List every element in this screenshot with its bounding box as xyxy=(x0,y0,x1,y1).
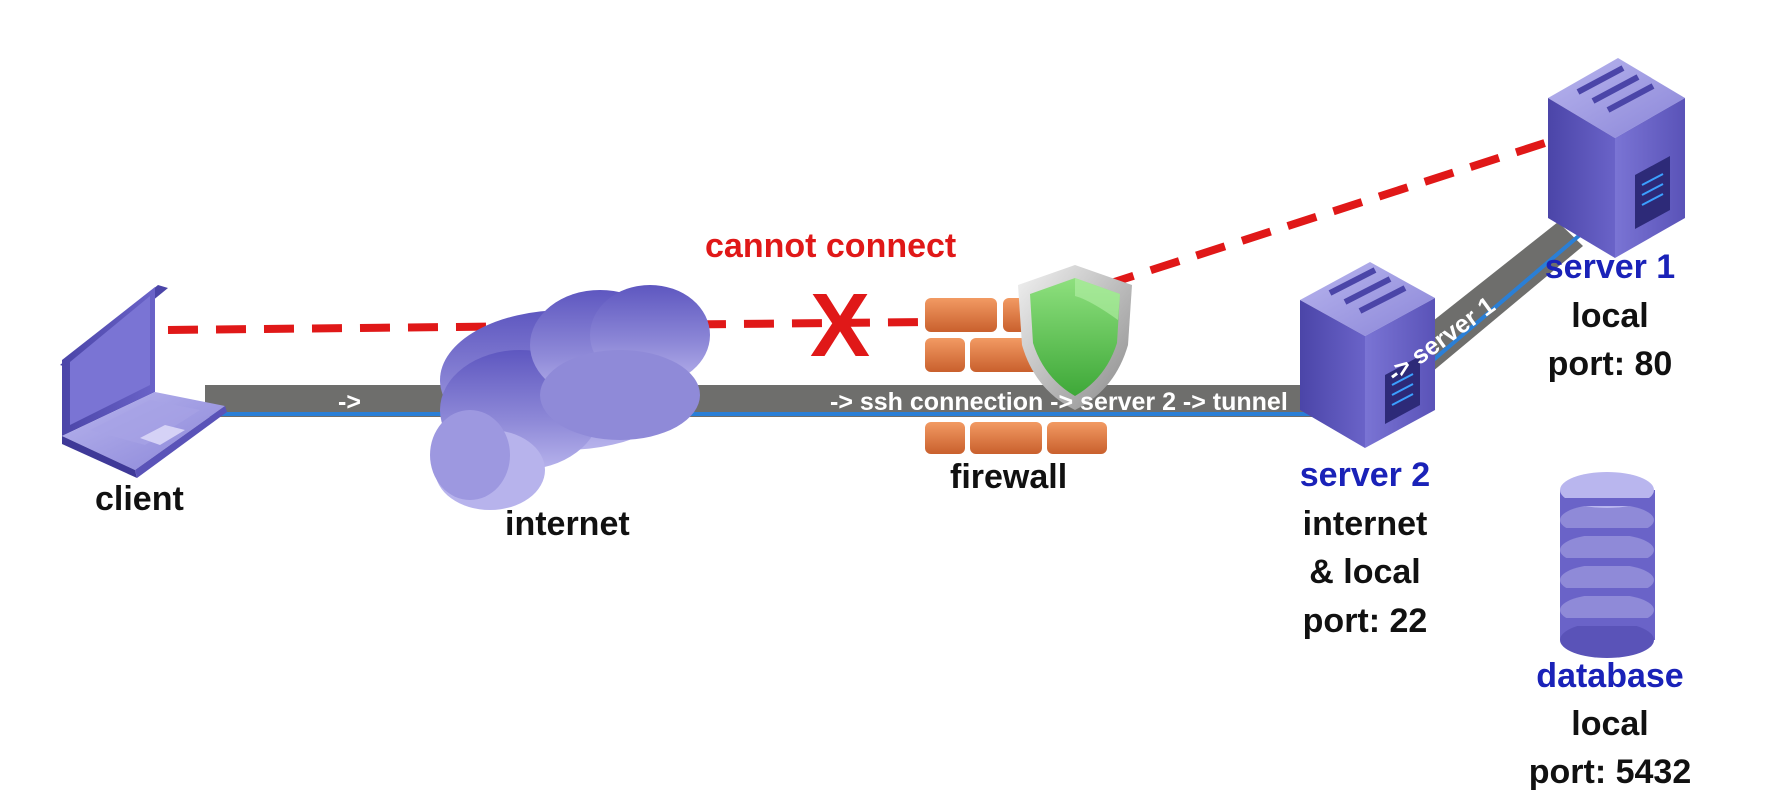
server1-name-label: server 1 xyxy=(1545,248,1675,286)
blocked-connection-lines xyxy=(167,138,1550,334)
blocked-x-mark: X xyxy=(810,276,870,376)
server2-line3: port: 22 xyxy=(1303,602,1428,640)
server1-line1: local xyxy=(1571,297,1648,335)
firewall-label: firewall xyxy=(950,458,1067,496)
database-icon xyxy=(1560,472,1655,658)
server-icon-server2 xyxy=(1300,262,1435,448)
internet-label: internet xyxy=(505,505,630,543)
tunnel-band xyxy=(205,385,1370,417)
tunnel-path-label: -> ssh connection -> server 2 -> tunnel xyxy=(830,388,1288,416)
database-name-label: database xyxy=(1536,657,1683,695)
blocked-line-client-to-firewall xyxy=(167,318,926,334)
database-line2: port: 5432 xyxy=(1529,753,1692,791)
laptop-icon xyxy=(60,285,227,478)
database-line1: local xyxy=(1571,705,1648,743)
server2-name-label: server 2 xyxy=(1300,456,1430,494)
shield-icon xyxy=(1018,265,1132,410)
server1-line2: port: 80 xyxy=(1548,345,1673,383)
client-label: client xyxy=(95,480,184,518)
tunnel-arrow-left-label: -> xyxy=(338,388,361,416)
server2-line2: & local xyxy=(1309,553,1420,591)
cannot-connect-label: cannot connect xyxy=(705,227,956,265)
blocked-line-firewall-to-server1 xyxy=(1103,138,1550,289)
cloud-icon xyxy=(430,285,710,510)
server2-line1: internet xyxy=(1303,505,1428,543)
server-icon-server1 xyxy=(1548,58,1685,258)
